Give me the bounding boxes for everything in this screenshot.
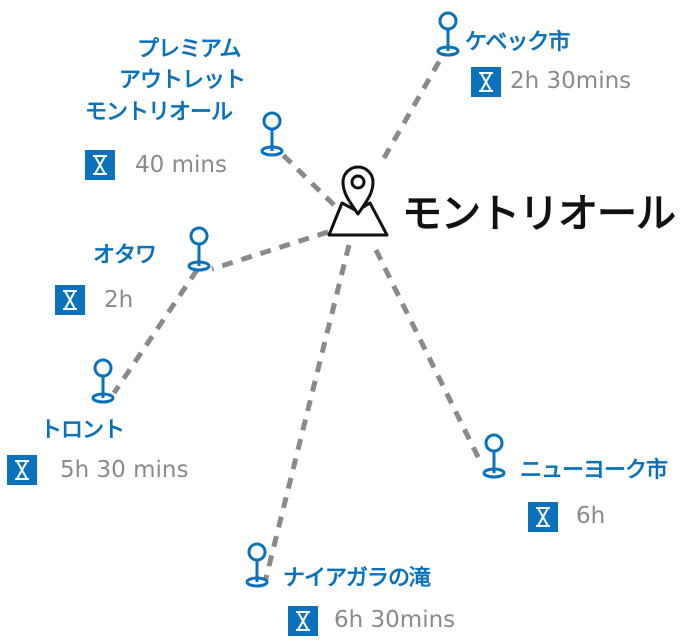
destination-label-ottawa: オタワ	[93, 243, 157, 268]
duration-quebec-text: 2h 30mins	[510, 68, 632, 94]
destination-label-premium-outlet-line1: プレミアム	[137, 37, 241, 62]
hourglass-icon	[288, 606, 318, 636]
destination-label-premium-outlet-line2: アウトレット	[119, 68, 246, 93]
hourglass-icon	[528, 502, 558, 532]
duration-ottawa: 2h	[104, 287, 134, 313]
hub-label: モントリオール	[402, 191, 676, 237]
destination-label-quebec: ケベック市	[465, 30, 570, 55]
hourglass-icon	[471, 67, 501, 97]
destination-label-premium-outlet-line3: モントリオール	[85, 100, 233, 125]
location-pin-icon	[260, 111, 284, 157]
destination-label-toronto: トロント	[40, 418, 125, 443]
location-pin-icon	[436, 11, 460, 57]
location-pin-icon	[187, 226, 211, 272]
hourglass-icon	[85, 150, 115, 180]
route-line-premium-outlet	[281, 153, 336, 207]
route-line-new-york	[373, 248, 485, 467]
route-line-ottawa	[211, 229, 329, 272]
location-pin-icon	[245, 542, 269, 588]
duration-new-york: 6h	[576, 503, 606, 529]
hourglass-icon	[7, 455, 37, 485]
duration-niagara: 6h 30mins	[334, 607, 456, 633]
duration-toronto: 5h 30 mins	[60, 457, 189, 483]
destination-label-new-york: ニューヨーク市	[520, 458, 668, 483]
route-line-ottawa-toronto	[111, 268, 200, 395]
duration-premium-outlet: 40 mins	[135, 152, 227, 178]
location-pin-icon	[91, 358, 115, 404]
location-pin-icon	[482, 433, 506, 479]
hourglass-icon	[55, 285, 85, 315]
map-pin-icon	[327, 165, 389, 237]
destination-label-niagara: ナイアガラの滝	[283, 566, 431, 591]
route-line-niagara	[262, 244, 352, 583]
route-line-quebec	[381, 58, 443, 160]
